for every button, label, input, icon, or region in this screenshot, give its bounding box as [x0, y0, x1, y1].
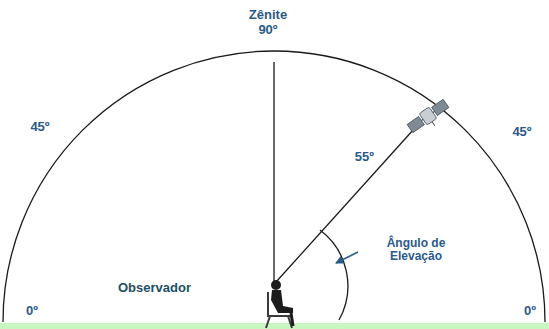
angle-mark: 45º — [30, 120, 49, 134]
pointer-arrow — [336, 252, 358, 263]
angle-mark: 45º — [512, 125, 531, 139]
zenith-line — [273, 62, 274, 282]
angle-mark: 0º — [524, 304, 536, 318]
sky-arc — [3, 51, 545, 322]
observer-figure — [266, 280, 293, 328]
elevation-arc — [320, 230, 348, 320]
ground-strip — [0, 323, 549, 329]
angle-mark: 90º — [258, 23, 277, 37]
zenith-label: Zênite — [249, 8, 287, 22]
elevation-label: Ângulo de Elevação — [364, 237, 468, 263]
angle-mark: 0º — [26, 304, 38, 318]
observer-label: Observador — [118, 281, 191, 295]
elevation-value: 55º — [355, 150, 374, 164]
satellite-icon — [406, 98, 453, 139]
